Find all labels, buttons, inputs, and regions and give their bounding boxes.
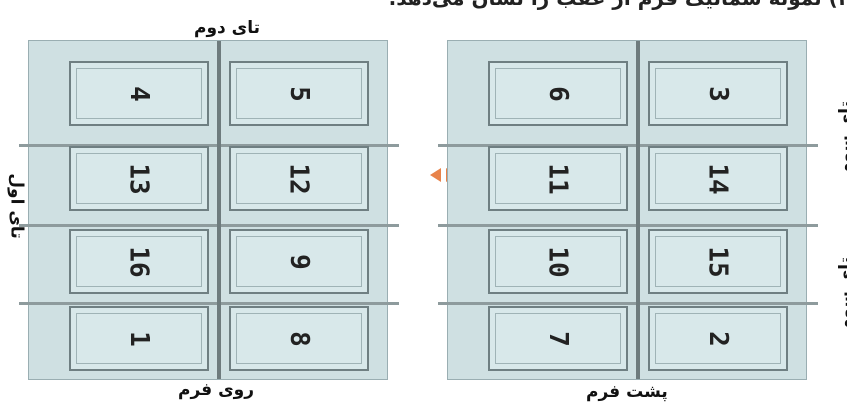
page-cell: 9: [229, 229, 369, 294]
page-cell: 2: [648, 306, 788, 371]
arrow-left-icon: [430, 168, 441, 182]
fold-line: [19, 224, 399, 227]
front-sheet: 4 5 13 12 16 9 1 8: [19, 40, 399, 380]
page-cell: 3: [648, 61, 788, 126]
page-cell: 12: [229, 146, 369, 211]
page-number: 7: [543, 330, 573, 347]
page-number: 1: [124, 330, 154, 347]
page-cell: 16: [69, 229, 209, 294]
fold-line: [438, 224, 818, 227]
page-number: 9: [284, 253, 314, 270]
page-number: 5: [284, 85, 314, 102]
page-cell: 5: [229, 61, 369, 126]
page-number: 2: [703, 330, 733, 347]
label-front-side: روی فرم: [172, 380, 261, 400]
page-cell: 15: [648, 229, 788, 294]
fold-line: [217, 41, 221, 379]
page-number: 11: [543, 162, 573, 195]
page-cell: 7: [488, 306, 628, 371]
page-number: 14: [703, 162, 733, 195]
label-fold-third-bottom: تای سوم: [836, 250, 847, 338]
page-number: 3: [703, 85, 733, 102]
page-cell: 4: [69, 61, 209, 126]
page-cell: 14: [648, 146, 788, 211]
label-fold-second: تای دوم: [188, 18, 267, 38]
page-number: 13: [124, 162, 154, 195]
cut-off-caption: ۲) نمونه شماتیک فرم از عقب را نشان می‌ده…: [330, 0, 847, 14]
page-cell: 11: [488, 146, 628, 211]
page-number: 10: [543, 245, 573, 278]
page-number: 16: [124, 245, 154, 278]
label-fold-third-top: تای سوم: [836, 94, 847, 182]
back-sheet: 6 3 11 14 10 15 7 2: [438, 40, 818, 380]
page-number: 8: [284, 330, 314, 347]
page-cell: 6: [488, 61, 628, 126]
page-number: 15: [703, 245, 733, 278]
label-fold-first: تای اول: [6, 167, 27, 245]
page-number: 12: [284, 162, 314, 195]
fold-line: [19, 302, 399, 305]
fold-line: [438, 144, 818, 147]
fold-line: [636, 41, 640, 379]
label-back-side: پشت فرم: [580, 382, 674, 402]
page-cell: 10: [488, 229, 628, 294]
fold-line: [19, 144, 399, 147]
page-cell: 13: [69, 146, 209, 211]
page-cell: 1: [69, 306, 209, 371]
fold-line: [438, 302, 818, 305]
page-number: 6: [543, 85, 573, 102]
page-number: 4: [124, 85, 154, 102]
page-cell: 8: [229, 306, 369, 371]
